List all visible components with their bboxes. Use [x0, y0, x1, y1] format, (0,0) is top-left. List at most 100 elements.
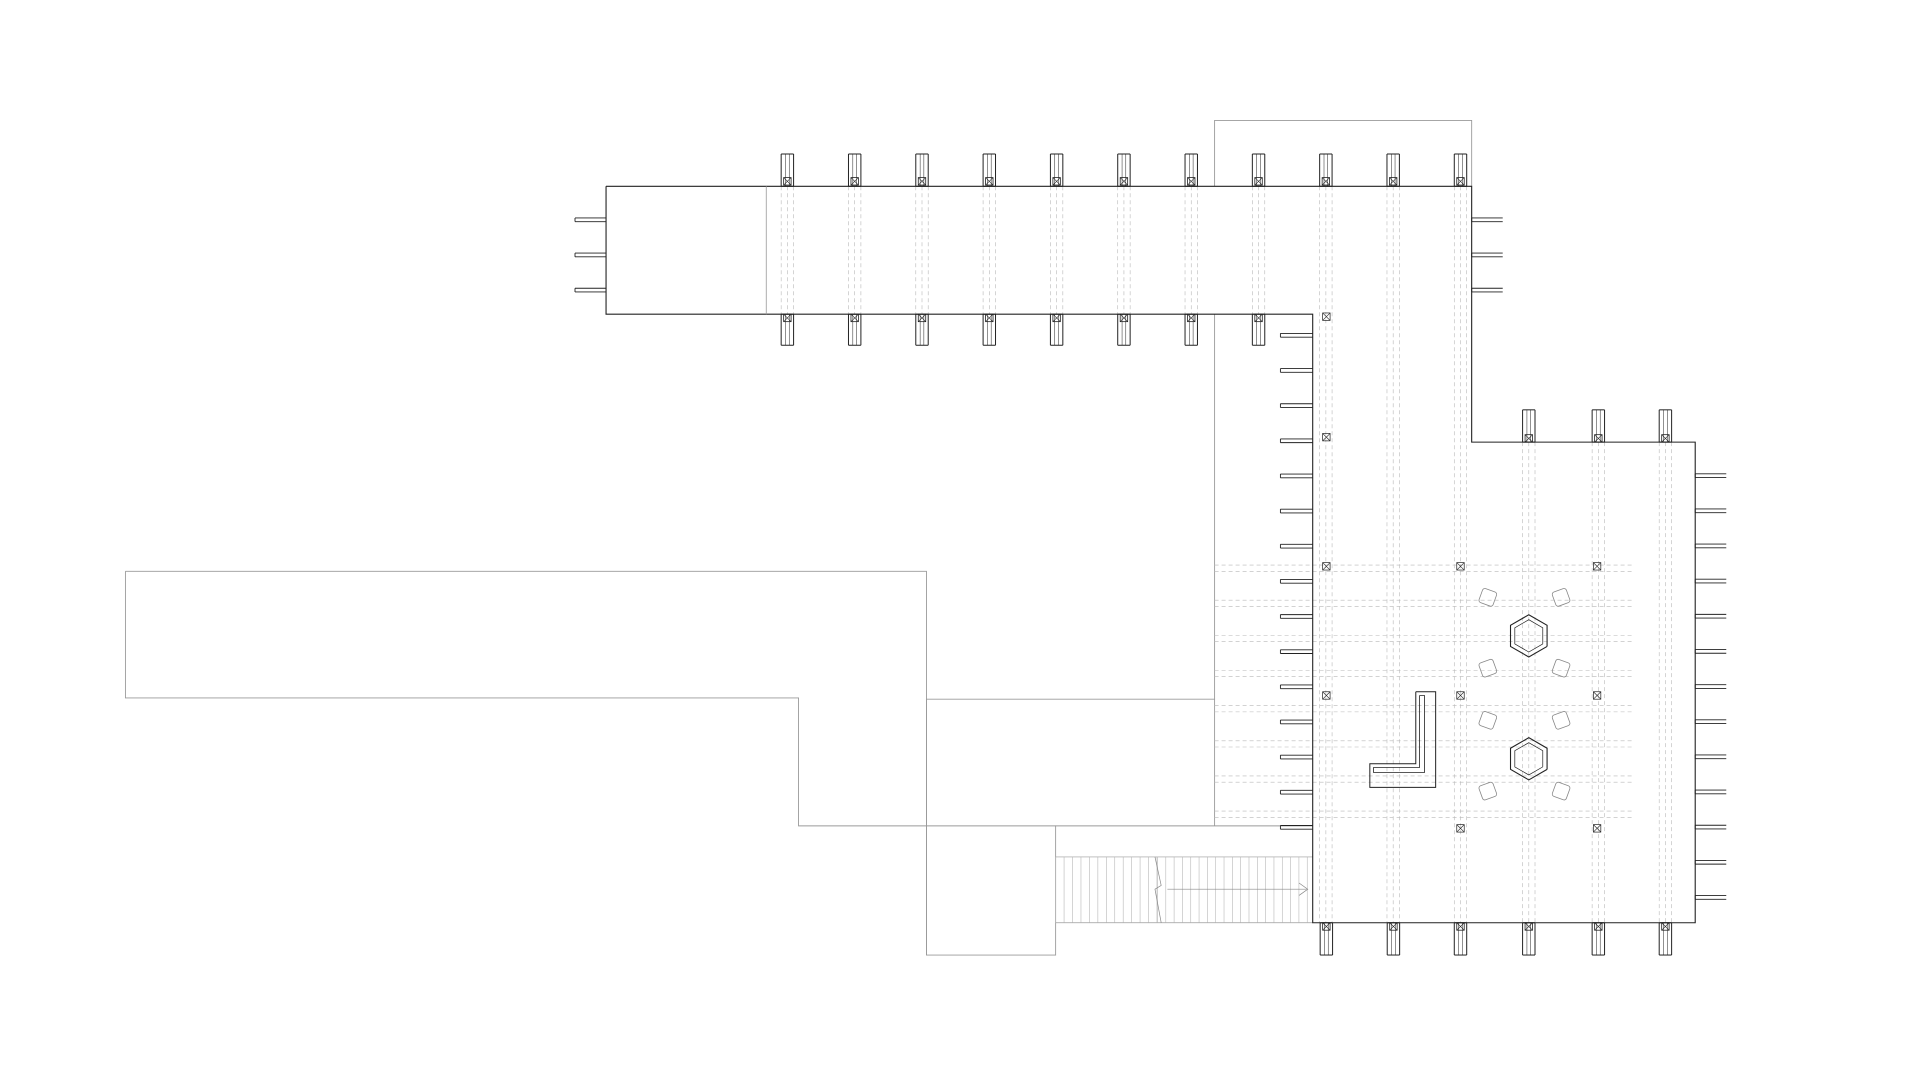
chair-seat	[1551, 658, 1571, 678]
south-frame-column	[1389, 922, 1398, 931]
column-marker-x	[1456, 824, 1465, 833]
column-marker-x	[1593, 691, 1602, 700]
north-frame-column	[1456, 177, 1465, 186]
north-frame-column	[1119, 313, 1128, 322]
chair	[1551, 781, 1571, 801]
north-frame-column	[783, 313, 792, 322]
chair-seat	[1478, 658, 1498, 678]
column-marker	[1322, 433, 1331, 442]
north-frame-column	[1052, 177, 1061, 186]
chair	[1551, 658, 1571, 678]
north-frame-column	[985, 177, 994, 186]
hex-table	[1509, 614, 1548, 658]
column-marker	[1456, 562, 1465, 571]
column-marker-x	[1322, 691, 1331, 700]
south-frame-column	[1524, 922, 1533, 931]
north-frame-column	[985, 313, 994, 322]
north-frame-column	[1119, 177, 1128, 186]
north-frame-column	[985, 313, 994, 323]
east-frame-column	[1594, 434, 1603, 443]
south-frame-column	[1456, 922, 1465, 931]
south-frame-column	[1594, 922, 1603, 931]
north-frame-column	[1321, 177, 1330, 186]
south-frame-column	[1322, 922, 1331, 931]
column-marker	[1593, 562, 1602, 571]
chair-seat	[1478, 711, 1498, 730]
column-marker	[1456, 691, 1465, 700]
north-frame-column	[917, 313, 927, 323]
chair-seat	[1478, 781, 1498, 801]
east-frame-column	[1594, 434, 1603, 443]
north-frame-column	[1187, 177, 1196, 186]
north-frame-column	[1321, 177, 1330, 186]
north-frame-column	[917, 177, 927, 186]
east-frame-column	[1524, 434, 1533, 443]
north-frame-column	[850, 313, 859, 322]
south-frame-column	[1389, 922, 1398, 931]
hex-table	[1509, 737, 1548, 781]
north-frame-column	[918, 177, 926, 186]
south-frame-column	[1594, 922, 1603, 931]
column-marker-x	[1322, 562, 1331, 571]
column-marker	[1322, 691, 1331, 700]
north-frame-column	[783, 177, 792, 186]
context-boundary	[125, 570, 1216, 826]
column-marker	[1456, 824, 1465, 833]
north-frame-column	[850, 177, 859, 186]
context-boundary-lower	[124, 571, 1057, 956]
chair-seat	[1478, 588, 1498, 607]
north-frame-column	[1187, 177, 1196, 186]
hex-table-top	[1514, 619, 1544, 653]
north-canopy	[1214, 120, 1473, 187]
north-frame-column	[1456, 177, 1465, 186]
north-frame-column	[985, 177, 994, 186]
chair	[1551, 711, 1571, 730]
building-outline	[605, 185, 1696, 924]
column-marker-x	[1456, 691, 1465, 700]
north-frame-column	[1052, 177, 1061, 186]
chair-seat	[1551, 711, 1571, 730]
north-frame-column	[1254, 313, 1263, 322]
north-frame-column	[1389, 177, 1398, 186]
column-marker-x	[1322, 312, 1331, 321]
column-marker-x	[1456, 562, 1465, 571]
north-frame-column	[783, 313, 792, 323]
column-marker-x	[1322, 433, 1331, 442]
structural-frames	[574, 153, 1727, 956]
north-frame-column	[1119, 177, 1129, 186]
stair-break-line	[1154, 856, 1162, 923]
north-frame-column	[1254, 177, 1263, 186]
south-frame-column	[1661, 922, 1670, 931]
north-frame-column	[918, 313, 926, 322]
column-marker	[1322, 312, 1331, 321]
furniture	[1369, 588, 1571, 801]
chair	[1478, 658, 1498, 678]
chair	[1478, 711, 1498, 730]
north-frame-column	[1254, 177, 1263, 186]
context-outline	[124, 120, 1473, 956]
north-frame-column	[850, 313, 859, 323]
south-frame-column	[1661, 922, 1670, 931]
chair-seat	[1551, 781, 1571, 801]
main-building-outline	[605, 185, 1696, 924]
chair-seat	[1551, 588, 1571, 607]
north-frame-column	[1187, 313, 1196, 323]
column-marker-x	[1593, 824, 1602, 833]
chair	[1551, 588, 1571, 607]
hex-table-top	[1514, 742, 1544, 776]
l-counter-inner	[1373, 695, 1425, 773]
south-frame-column	[1322, 922, 1331, 931]
chair	[1478, 588, 1498, 607]
chair	[1478, 781, 1498, 801]
east-frame-column	[1524, 434, 1533, 443]
column-marker	[1593, 691, 1602, 700]
north-frame-column	[850, 177, 859, 186]
south-frame-column	[1524, 922, 1533, 931]
column-marker-x	[1593, 562, 1602, 571]
stair-arrow-head	[1298, 882, 1309, 896]
column-marker	[1593, 824, 1602, 833]
l-counter	[1369, 691, 1437, 788]
north-frame-column	[1119, 313, 1129, 323]
north-frame-column	[1187, 313, 1196, 322]
